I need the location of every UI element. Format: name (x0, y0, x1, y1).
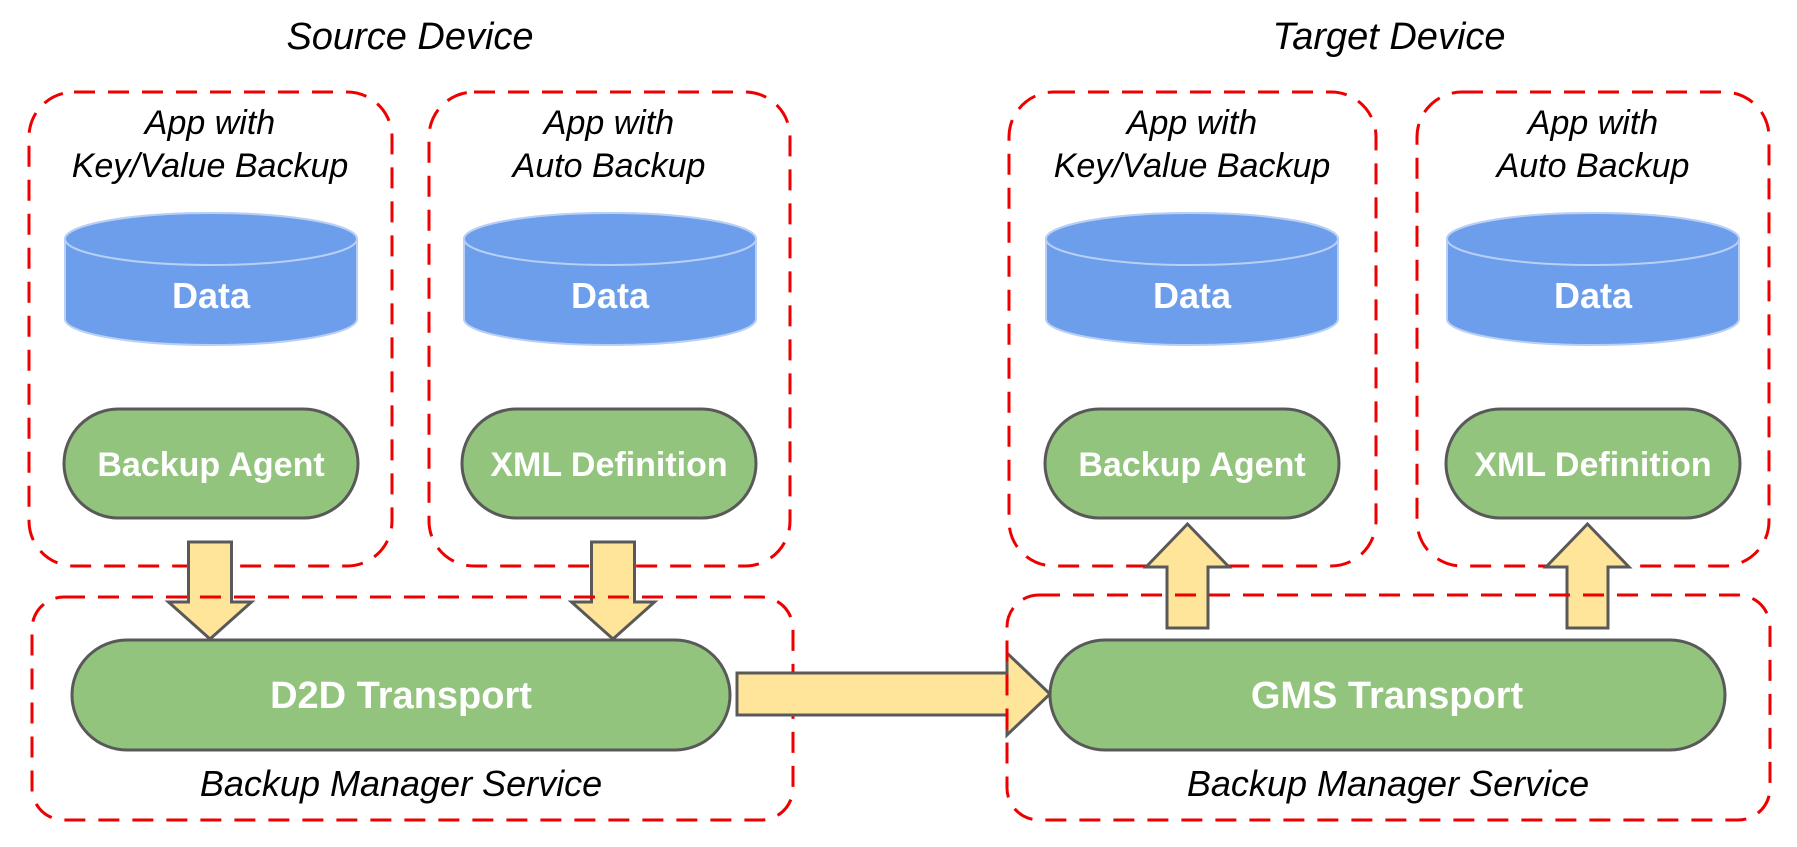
source-xml-definition-label: XML Definition (490, 446, 727, 484)
down-arrow-icon (567, 540, 659, 642)
source-auto-app-label-line1: App with (542, 104, 674, 142)
target-auto-data-cylinder: Data (1446, 212, 1740, 346)
target-keyvalue-data-cylinder: Data (1045, 212, 1339, 346)
target-device-title: Target Device (1272, 16, 1505, 58)
right-arrow-icon (735, 649, 1053, 739)
target-backup-manager-label: Backup Manager Service (1187, 763, 1589, 804)
target-xml-definition-pill (1444, 407, 1742, 520)
target-backup-agent-label: Backup Agent (1078, 446, 1305, 484)
down-arrow-icon (164, 540, 256, 642)
target-keyvalue-app-box (1007, 90, 1378, 568)
data-label: Data (571, 275, 650, 316)
source-backup-manager-label: Backup Manager Service (200, 763, 602, 804)
target-gms-transport-pill (1048, 638, 1727, 752)
source-auto-app-label-line2: Auto Backup (511, 147, 706, 185)
source-backup-agent-label: Backup Agent (97, 446, 324, 484)
up-arrow-icon (1142, 521, 1233, 630)
cylinder-top (1045, 212, 1339, 266)
source-xml-definition-pill (460, 407, 758, 520)
cylinder-top (64, 212, 358, 266)
target-auto-app-label-line2: Auto Backup (1495, 147, 1690, 185)
target-backup-agent-pill (1043, 407, 1341, 520)
target-auto-app-label-line1: App with (1526, 104, 1658, 142)
target-keyvalue-app-label-line1: App with (1125, 104, 1257, 142)
source-auto-data-cylinder: Data (463, 212, 757, 346)
source-d2d-transport-pill (70, 638, 732, 752)
up-arrow-icon (1542, 521, 1633, 630)
target-keyvalue-app-label-line2: Key/Value Backup (1054, 147, 1331, 185)
source-keyvalue-app-label-line2: Key/Value Backup (72, 147, 349, 185)
source-transport-label: D2D Transport (270, 675, 532, 717)
source-keyvalue-app-label-line1: App with (143, 104, 275, 142)
data-label: Data (172, 275, 251, 316)
target-transport-label: GMS Transport (1251, 675, 1524, 717)
source-keyvalue-data-cylinder: Data (64, 212, 358, 346)
target-backup-manager-box (1005, 593, 1772, 822)
source-device-title: Source Device (286, 16, 533, 58)
source-backup-agent-pill (62, 407, 360, 520)
data-label: Data (1153, 275, 1232, 316)
data-label: Data (1554, 275, 1633, 316)
cylinder-top (463, 212, 757, 266)
target-xml-definition-label: XML Definition (1474, 446, 1711, 484)
cylinder-top (1446, 212, 1740, 266)
